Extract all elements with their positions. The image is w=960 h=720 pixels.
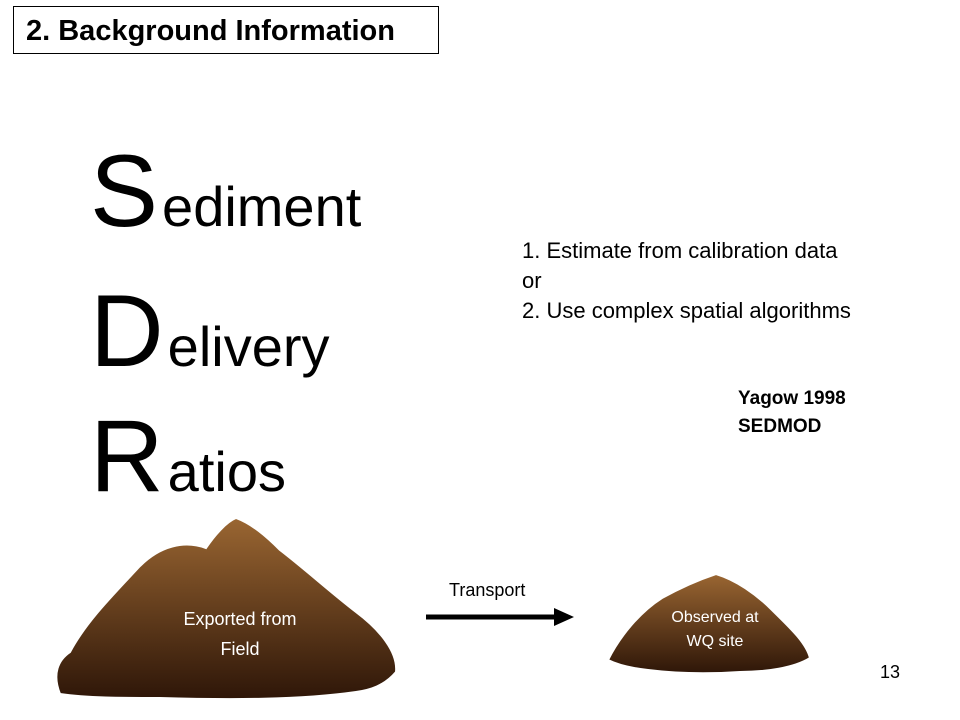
exported-label-line2: Field: [220, 639, 260, 659]
exported-sediment-mound: [55, 516, 398, 701]
acronym-rest-sediment: ediment: [162, 175, 362, 238]
observed-label-line1: Observed at: [671, 609, 759, 626]
observed-label-line2: WQ site: [686, 633, 744, 650]
exported-label-line1: Exported from: [183, 609, 297, 629]
section-title: 2. Background Information: [13, 6, 439, 54]
transport-label: Transport: [449, 580, 526, 600]
reference-yagow: Yagow 1998: [738, 388, 846, 409]
references: Yagow 1998 SEDMOD: [738, 385, 846, 441]
methods-list: 1. Estimate from calibration data or 2. …: [522, 236, 851, 326]
method-item-1: 1. Estimate from calibration data: [522, 238, 838, 263]
method-item-2: 2. Use complex spatial algorithms: [522, 298, 851, 323]
acronym-sediment: Sediment: [90, 140, 361, 242]
acronym-letter-r: R: [90, 399, 164, 513]
transport-arrow-head: [554, 608, 574, 626]
acronym-rest-ratios: atios: [167, 440, 286, 503]
acronym-letter-d: D: [90, 274, 164, 388]
observed-sediment-mound: [606, 572, 812, 675]
observed-at-site-label: Observed at WQ site: [645, 606, 785, 654]
acronym-letter-s: S: [90, 134, 159, 248]
method-or: or: [522, 268, 542, 293]
acronym-delivery: Delivery: [90, 280, 330, 382]
page-number: 13: [880, 662, 901, 682]
reference-sedmod: SEDMOD: [738, 416, 822, 437]
acronym-rest-delivery: elivery: [167, 315, 330, 378]
exported-from-field-label: Exported from Field: [145, 604, 335, 664]
acronym-ratios: Ratios: [90, 405, 286, 507]
